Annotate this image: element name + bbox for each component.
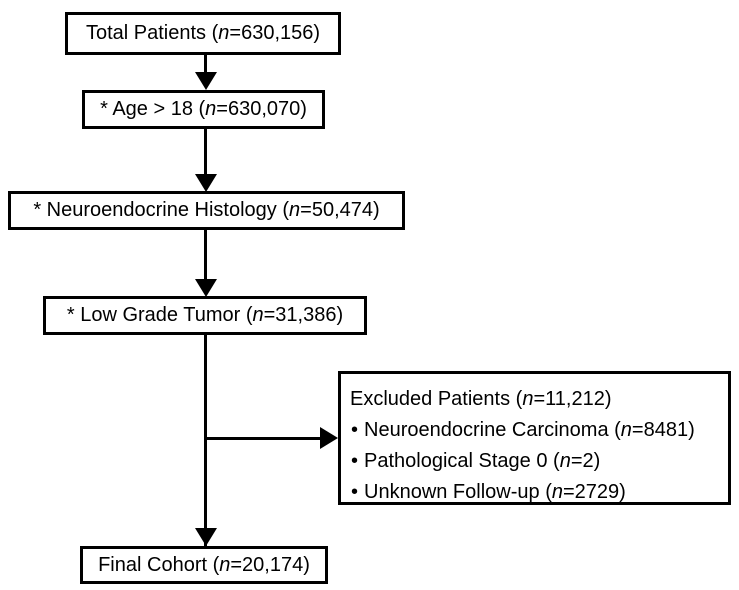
connector-line-total-to-age	[204, 55, 207, 77]
list-item: •Unknown Follow-up (n=2729)	[350, 477, 728, 508]
node-low-grade-tumor-label: * Low Grade Tumor (n=31,386)	[66, 304, 344, 326]
list-item: •Pathological Stage 0 (n=2)	[350, 446, 728, 477]
node-age-filter-label: * Age > 18 (n=630,070)	[100, 98, 307, 120]
connector-line-histology-to-lowgrade	[204, 230, 207, 279]
node-age-filter: * Age > 18 (n=630,070)	[82, 90, 325, 129]
arrow-right-icon-to-excluded	[320, 427, 338, 449]
node-final-cohort: Final Cohort (n=20,174)	[80, 546, 328, 584]
arrow-down-icon-age-to-histology	[195, 174, 217, 192]
bullet-icon: •	[351, 450, 359, 472]
bullet-icon: •	[351, 481, 359, 503]
node-final-cohort-label: Final Cohort (n=20,174)	[98, 553, 310, 576]
node-excluded-patients: Excluded Patients (n=11,212) •Neuroendoc…	[338, 371, 731, 505]
list-item: •Neuroendocrine Carcinoma (n=8481)	[350, 415, 728, 446]
arrow-down-icon-total-to-age	[195, 72, 217, 90]
node-low-grade-tumor: * Low Grade Tumor (n=31,386)	[43, 296, 367, 335]
node-neuroendocrine-histology-label: * Neuroendocrine Histology (n=50,474)	[33, 199, 380, 221]
excluded-patients-heading: Excluded Patients (n=11,212)	[350, 388, 612, 410]
connector-line-branch-to-excluded	[204, 437, 323, 440]
arrow-down-icon-lowgrade-to-final	[195, 528, 217, 546]
connector-line-age-to-histology	[204, 129, 207, 174]
arrow-down-icon-histology-to-lowgrade	[195, 279, 217, 297]
bullet-icon: •	[351, 419, 359, 441]
excluded-patients-list: •Neuroendocrine Carcinoma (n=8481) •Path…	[350, 415, 728, 508]
node-total-patients: Total Patients (n=630,156)	[65, 12, 341, 55]
connector-line-lowgrade-to-final	[204, 335, 207, 546]
node-total-patients-label: Total Patients (n=630,156)	[85, 22, 321, 44]
node-neuroendocrine-histology: * Neuroendocrine Histology (n=50,474)	[8, 191, 405, 230]
